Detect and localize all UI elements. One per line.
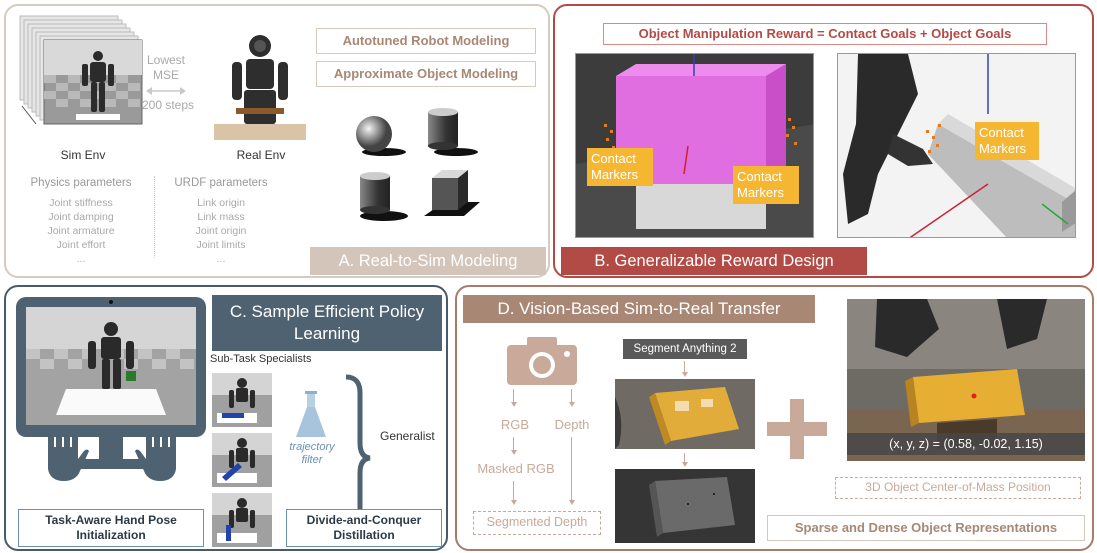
primitive-shapes-graphic xyxy=(346,106,486,226)
sam-to-rgb-arrow xyxy=(684,361,685,373)
subtask-specialists-label: Sub-Task Specialists xyxy=(210,353,312,365)
sparse-dense-representations-box: Sparse and Dense Object Representations xyxy=(767,515,1085,541)
mse-label: MSE xyxy=(152,68,179,82)
autotuned-robot-modeling-tag: Autotuned Robot Modeling xyxy=(316,28,536,54)
depth-label: Depth xyxy=(554,417,590,432)
masked-rgb-image xyxy=(615,379,755,449)
physics-item-4: ... xyxy=(76,253,86,265)
lowest-label: Lowest xyxy=(146,53,186,67)
plus-icon xyxy=(767,399,827,459)
specialist-image-3 xyxy=(212,493,272,547)
urdf-item-2: Joint origin xyxy=(195,225,247,237)
panel-real-to-sim: Lowest MSE 200 steps Sim Env Real Env Au… xyxy=(4,4,550,278)
physics-parameters-title: Physics parameters xyxy=(30,177,132,189)
rgb-to-masked-arrow xyxy=(513,437,514,451)
depth-to-segmented-arrow xyxy=(571,437,572,501)
sam-to-rgb-arrowhead xyxy=(682,372,688,377)
panel-reward-design: Object Manipulation Reward = Contact Goa… xyxy=(553,4,1094,278)
camera-to-depth-arrowhead xyxy=(569,402,575,407)
rgb-to-depth-image-arrowhead xyxy=(682,462,688,467)
divide-and-conquer-box: Divide-and-Conquer Distillation xyxy=(286,509,442,547)
reward-hand-image-box xyxy=(837,53,1076,238)
sim-env-stack-graphic xyxy=(19,15,143,125)
urdf-item-0: Link origin xyxy=(197,197,245,209)
contact-markers-label-3: Contact Markers xyxy=(975,122,1039,160)
rgb-label: RGB xyxy=(500,417,530,432)
reward-equation: Object Manipulation Reward = Contact Goa… xyxy=(603,23,1047,45)
double-arrow-icon xyxy=(146,83,186,95)
rgb-to-masked-arrowhead xyxy=(511,450,517,455)
real-robot-image xyxy=(214,28,306,140)
contact-markers-label-1: Contact Markers xyxy=(587,148,653,186)
generalist-label: Generalist xyxy=(380,429,435,443)
segment-anything-label: Segment Anything 2 xyxy=(623,339,747,359)
segmented-depth-image xyxy=(615,469,755,543)
specialist-image-1 xyxy=(212,373,272,427)
rgb-to-depth-image-arrow xyxy=(684,453,685,463)
specialist-image-2 xyxy=(212,433,272,487)
parameter-divider xyxy=(154,176,155,258)
urdf-parameters-title: URDF parameters xyxy=(174,177,268,189)
camera-to-rgb-arrowhead xyxy=(511,402,517,407)
trajectory-filter-label: trajectory filter xyxy=(289,441,335,466)
flask-icon xyxy=(296,391,326,439)
masked-to-segmented-arrow xyxy=(513,481,514,501)
depth-to-segmented-arrowhead xyxy=(569,500,575,505)
panel-c-title: C. Sample Efficient Policy Learning xyxy=(212,295,442,351)
urdf-item-3: Joint limits xyxy=(196,239,246,251)
physics-item-3: Joint effort xyxy=(56,239,106,251)
panel-sim-to-real: D. Vision-Based Sim-to-Real Transfer RGB… xyxy=(455,285,1094,551)
masked-to-segmented-arrowhead xyxy=(511,500,517,505)
right-hand-icon xyxy=(134,425,182,481)
approximate-object-modeling-tag: Approximate Object Modeling xyxy=(316,61,536,87)
left-hand-icon xyxy=(42,425,90,481)
physics-item-2: Joint armature xyxy=(47,225,115,237)
com-position-box: 3D Object Center-of-Mass Position xyxy=(835,477,1081,499)
panel-b-title: B. Generalizable Reward Design xyxy=(561,247,867,275)
urdf-item-1: Link mass xyxy=(197,211,245,223)
urdf-item-4: ... xyxy=(216,253,226,265)
masked-rgb-label: Masked RGB xyxy=(477,461,555,476)
sim-env-image-stack xyxy=(18,14,146,132)
monitor-graphic xyxy=(16,297,206,477)
panel-a-title: A. Real-to-Sim Modeling xyxy=(310,247,546,275)
contact-markers-label-2: Contact Markers xyxy=(733,166,799,204)
steps-label: 200 steps xyxy=(141,98,195,112)
camera-to-rgb-arrow xyxy=(513,389,514,403)
real-env-label: Real Env xyxy=(236,148,286,162)
camera-to-depth-arrow xyxy=(571,389,572,403)
physics-item-0: Joint stiffness xyxy=(49,197,113,209)
panel-d-title: D. Vision-Based Sim-to-Real Transfer xyxy=(463,295,815,323)
task-aware-hand-pose-box: Task-Aware Hand Pose Initialization xyxy=(18,509,204,547)
segmented-depth-box: Segmented Depth xyxy=(473,511,601,535)
sim-env-label: Sim Env xyxy=(60,148,106,162)
com-coordinates-label: (x, y, z) = (0.58, -0.02, 1.15) xyxy=(847,433,1085,455)
physics-item-1: Joint damping xyxy=(48,211,114,223)
camera-icon xyxy=(507,337,577,385)
reward-sim-image-box xyxy=(575,53,814,238)
panel-policy-learning: Task-Aware Hand Pose Initialization C. S… xyxy=(4,285,448,551)
real-robot-photo xyxy=(847,299,1085,461)
